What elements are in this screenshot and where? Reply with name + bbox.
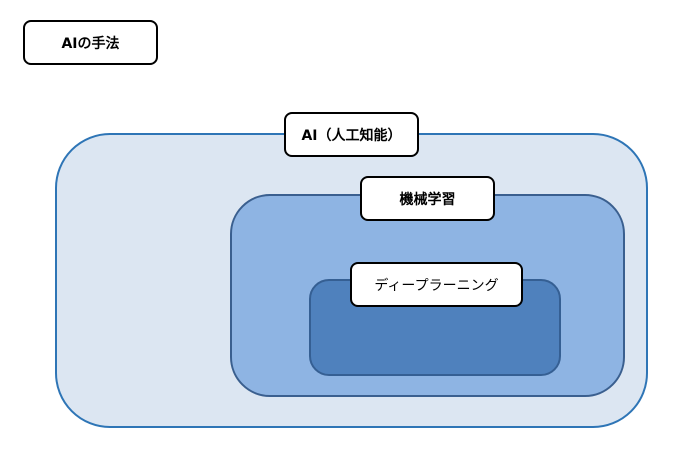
deep-learning-label: ディープラーニング — [350, 262, 523, 307]
machine-learning-label: 機械学習 — [360, 176, 495, 221]
diagram-title: AIの手法 — [23, 20, 158, 65]
ai-label: AI（人工知能） — [284, 112, 419, 157]
